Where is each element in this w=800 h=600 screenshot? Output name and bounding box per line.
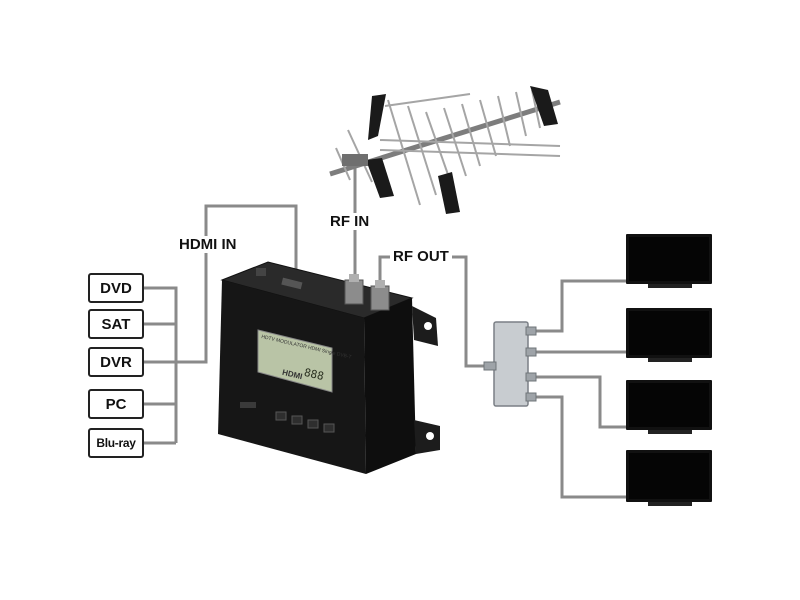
source-sat: SAT	[88, 309, 144, 339]
rf-in-label: RF IN	[327, 213, 373, 230]
rf-out-connector	[370, 280, 390, 311]
splitter-tv3-cable	[534, 375, 628, 429]
splitter-tv4-cable	[534, 395, 628, 499]
rf-out-cable	[378, 255, 486, 368]
rf-out-label: RF OUT	[390, 248, 452, 265]
rf-splitter	[483, 321, 537, 407]
dvd-cable	[144, 286, 178, 443]
source-dvr: DVR	[88, 347, 144, 377]
modulator-device	[218, 261, 440, 474]
rf-in-connector	[344, 274, 364, 305]
splitter-tv1-cable	[534, 279, 628, 333]
dvr-cable	[144, 204, 298, 364]
source-bluray: Blu-ray	[88, 428, 144, 458]
antenna	[329, 86, 561, 214]
source-pc: PC	[88, 389, 144, 419]
hdmi-in-label: HDMI IN	[176, 236, 240, 253]
source-dvd: DVD	[88, 273, 144, 303]
